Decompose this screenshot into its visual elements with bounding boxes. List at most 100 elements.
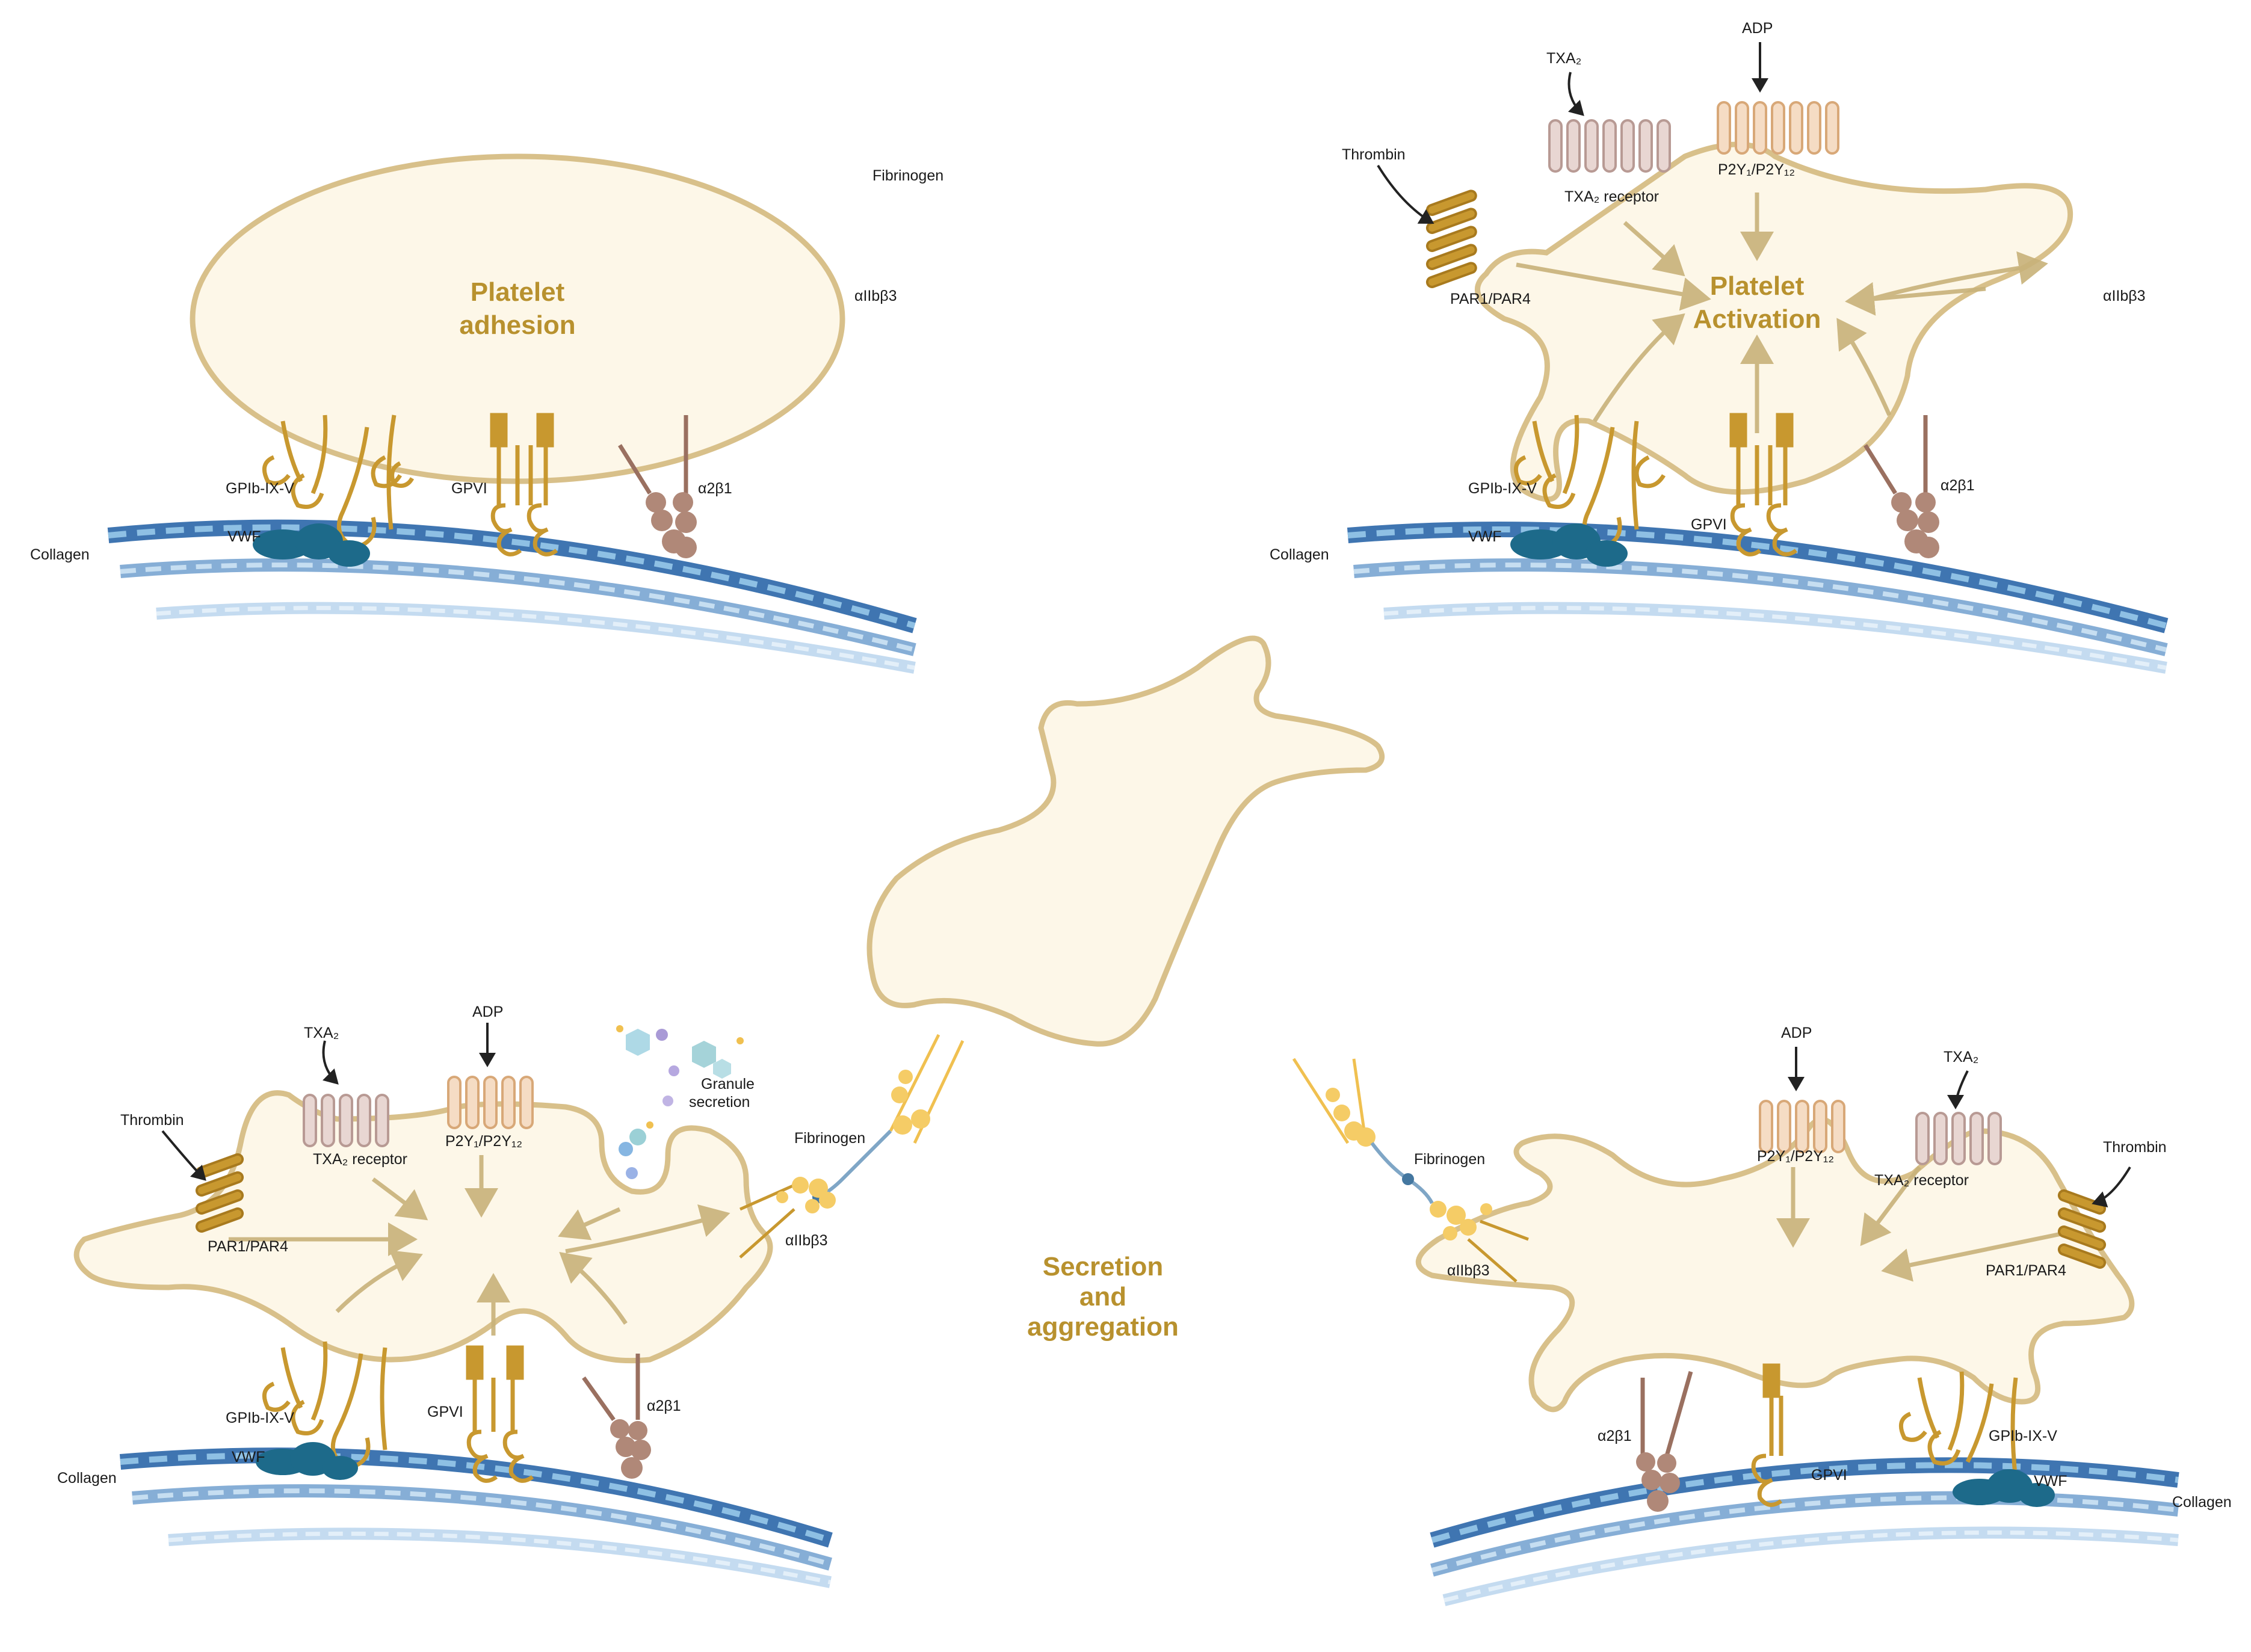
collagen-bottom-left	[119, 1447, 833, 1588]
activation-title-line2: Activation	[1693, 304, 1821, 334]
txa2-receptor-secretion	[303, 1094, 389, 1147]
gpib-receptor-aggregation	[1898, 1371, 2018, 1481]
br-label-gpvi: GPVI	[1811, 1467, 1847, 1484]
activation-ligand-arrows	[1377, 42, 1768, 224]
activation-title-line1: Platelet	[1710, 271, 1805, 301]
bl-label-granule-2: secretion	[689, 1094, 750, 1111]
fibrinogen-integrin-secretion	[739, 1177, 836, 1259]
adhesion-label-gpib: GPIb-IX-V	[226, 480, 294, 497]
br-label-p2y: P2Y₁/P2Y₁₂	[1757, 1148, 1834, 1165]
activation-label-par: PAR1/PAR4	[1450, 291, 1531, 307]
bl-label-fibrinogen: Fibrinogen	[794, 1130, 865, 1147]
aggregating-platelet	[1415, 1117, 2135, 1413]
granule-particles	[616, 1025, 744, 1179]
collagen-top-right	[1347, 522, 2169, 674]
bl-label-txa2: TXA₂	[304, 1025, 339, 1041]
p2y-receptor-secretion	[447, 1076, 534, 1129]
secretion-title-line3: aggregation	[1027, 1312, 1179, 1342]
gpib-receptor-group	[262, 415, 415, 550]
panel-adhesion: Platelet adhesion	[30, 153, 943, 567]
panel-bottom-right: ADP TXA₂ Thrombin P2Y₁/P2Y₁₂ TXA₂ recept…	[1414, 1025, 2232, 1512]
bl-label-par: PAR1/PAR4	[208, 1238, 288, 1255]
a2b1-integrin	[618, 415, 697, 558]
a2b1-integrin-activation	[1863, 415, 1939, 558]
collagen-bottom-right	[1430, 1457, 2179, 1606]
br-label-collagen: Collagen	[2172, 1494, 2232, 1511]
gpvi-receptor-secretion	[466, 1345, 534, 1483]
activation-signal-arrows	[1516, 193, 2048, 433]
aggregation-signal-arrows	[1776, 1165, 2064, 1282]
p2y-receptor-aggregation	[1759, 1100, 1845, 1153]
secretion-ligand-arrows	[161, 1023, 496, 1181]
br-label-vwf: VWF	[2034, 1473, 2067, 1490]
a2b1-integrin-secretion	[582, 1354, 651, 1479]
activation-label-p2y: P2Y₁/P2Y₁₂	[1718, 161, 1795, 178]
gpvi-receptor-aggregation	[1751, 1363, 1783, 1507]
br-label-txa2: TXA₂	[1944, 1049, 1978, 1065]
gpib-receptor-activation	[1513, 415, 1666, 550]
fibrinogen-bridge-right	[1292, 1058, 1434, 1204]
adhesion-label-vwf: VWF	[227, 528, 261, 545]
bl-label-p2y: P2Y₁/P2Y₁₂	[445, 1133, 522, 1150]
a2b1-integrin-aggregation	[1636, 1371, 1693, 1512]
vwf-protein-activation	[1510, 523, 1628, 567]
br-label-thrombin: Thrombin	[2103, 1139, 2167, 1156]
gpvi-receptor-activation	[1729, 413, 1798, 556]
panel-secretion: Secretion and aggregation	[812, 635, 1434, 1342]
activation-label-thrombin: Thrombin	[1342, 146, 1406, 163]
secreting-platelet	[73, 1090, 773, 1364]
activation-label-gpvi: GPVI	[1691, 516, 1727, 533]
bl-label-txa2-receptor: TXA₂ receptor	[313, 1151, 407, 1168]
par-receptor-aggregation	[2057, 1189, 2107, 1269]
bl-label-gpib: GPIb-IX-V	[226, 1410, 294, 1426]
br-label-adp: ADP	[1781, 1025, 1812, 1041]
bl-label-vwf: VWF	[232, 1449, 265, 1466]
secretion-title-line1: Secretion	[1043, 1252, 1164, 1281]
activation-label-txa2-receptor: TXA₂ receptor	[1564, 188, 1659, 205]
adhesion-label-integrin: αIIbβ3	[854, 288, 897, 304]
txa2-receptor-aggregation	[1915, 1112, 2002, 1165]
vwf-protein	[253, 523, 370, 567]
adhesion-title-line2: adhesion	[459, 310, 575, 340]
gpvi-receptor	[490, 413, 558, 556]
bl-label-integrin: αIIbβ3	[785, 1232, 828, 1249]
bl-label-collagen: Collagen	[57, 1470, 117, 1487]
vwf-protein-secretion	[256, 1442, 358, 1480]
activation-label-integrin: αIIbβ3	[2103, 288, 2146, 304]
par-receptor-secretion	[195, 1153, 244, 1233]
central-platelet	[866, 635, 1385, 1047]
vwf-protein-aggregation	[1953, 1469, 2055, 1507]
activation-label-vwf: VWF	[1468, 528, 1502, 545]
adhesion-label-gpvi: GPVI	[451, 480, 487, 497]
secretion-title-line2: and	[1079, 1282, 1126, 1311]
br-label-gpib: GPIb-IX-V	[1989, 1428, 2057, 1444]
adhesion-label-a2b1: α2β1	[698, 480, 732, 497]
activation-label-a2b1: α2β1	[1941, 477, 1975, 494]
panel-bottom-left: TXA₂ ADP Granule secretion Thrombin TXA₂…	[57, 1003, 865, 1487]
aggregation-ligand-arrows	[1788, 1047, 2131, 1207]
bl-label-a2b1: α2β1	[647, 1398, 681, 1414]
activation-label-txa2: TXA₂	[1546, 50, 1581, 67]
bl-label-adp: ADP	[472, 1003, 503, 1020]
bl-label-thrombin: Thrombin	[120, 1112, 184, 1129]
txa2-receptor-activation	[1548, 119, 1671, 173]
activation-label-collagen: Collagen	[1270, 546, 1329, 563]
fibrinogen-bridge-left	[812, 1034, 965, 1203]
br-label-par: PAR1/PAR4	[1986, 1262, 2066, 1279]
adhesion-label-fibrinogen: Fibrinogen	[872, 167, 943, 184]
br-label-txa2-receptor: TXA₂ receptor	[1874, 1172, 1969, 1189]
br-label-integrin: αIIbβ3	[1447, 1262, 1490, 1279]
panel-activation: Platelet Activation	[1270, 20, 2146, 567]
bl-label-granule-1: Granule	[701, 1076, 755, 1093]
activation-label-gpib: GPIb-IX-V	[1468, 480, 1537, 497]
bl-label-gpvi: GPVI	[427, 1404, 463, 1420]
br-label-a2b1: α2β1	[1598, 1428, 1632, 1444]
par-receptor-activation	[1425, 190, 1477, 288]
collagen-top-left	[107, 519, 917, 674]
adhesion-title-line1: Platelet	[471, 277, 565, 307]
adhesion-label-collagen: Collagen	[30, 546, 90, 563]
activation-label-adp: ADP	[1742, 20, 1773, 37]
fibrinogen-integrin-aggregation	[1430, 1201, 1529, 1283]
secretion-signal-arrows	[229, 1155, 730, 1336]
